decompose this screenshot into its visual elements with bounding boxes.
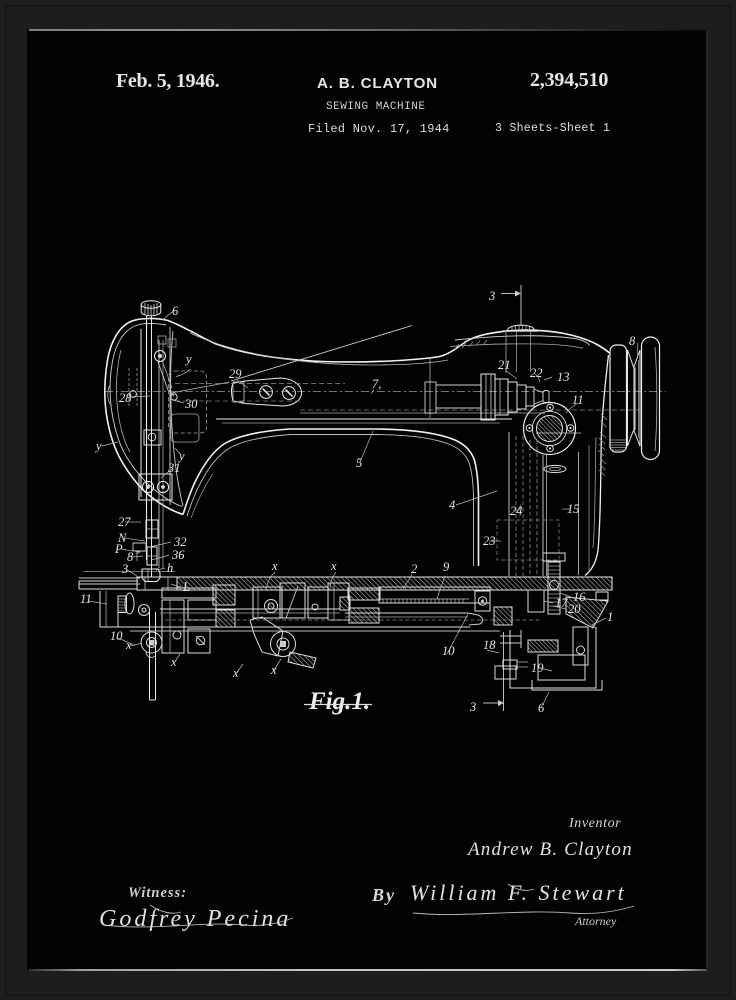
svg-text:29: 29 bbox=[229, 367, 242, 381]
svg-text:27: 27 bbox=[118, 515, 131, 529]
svg-text:y: y bbox=[177, 449, 185, 463]
svg-text:4: 4 bbox=[449, 498, 455, 512]
svg-text:x: x bbox=[270, 663, 277, 677]
svg-text:10: 10 bbox=[110, 629, 123, 643]
svg-text:6: 6 bbox=[172, 304, 179, 318]
svg-text:1: 1 bbox=[607, 610, 613, 624]
svg-text:9: 9 bbox=[443, 560, 450, 574]
svg-text:2: 2 bbox=[411, 562, 417, 576]
svg-text:x: x bbox=[271, 559, 278, 573]
svg-text:22: 22 bbox=[530, 366, 543, 380]
svg-text:3: 3 bbox=[488, 289, 495, 303]
svg-text:x: x bbox=[170, 655, 177, 669]
svg-text:5: 5 bbox=[356, 456, 362, 470]
svg-text:7,: 7, bbox=[372, 377, 381, 391]
svg-text:17: 17 bbox=[555, 596, 568, 610]
svg-text:y: y bbox=[184, 352, 192, 366]
svg-text:6: 6 bbox=[538, 701, 545, 715]
svg-text:3: 3 bbox=[121, 562, 128, 576]
svg-text:11: 11 bbox=[80, 592, 92, 606]
svg-text:11: 11 bbox=[572, 393, 584, 407]
svg-text:32: 32 bbox=[173, 535, 187, 549]
svg-text:3: 3 bbox=[469, 700, 476, 714]
svg-text:x: x bbox=[232, 666, 239, 680]
svg-text:15: 15 bbox=[567, 502, 580, 516]
svg-text:x: x bbox=[125, 638, 132, 652]
svg-text:N: N bbox=[117, 531, 127, 545]
svg-text:28: 28 bbox=[119, 391, 132, 405]
svg-text:13: 13 bbox=[557, 370, 570, 384]
svg-text:P: P bbox=[114, 542, 123, 556]
svg-text:19: 19 bbox=[531, 661, 544, 675]
svg-text:16: 16 bbox=[573, 590, 586, 604]
svg-text:L: L bbox=[182, 580, 190, 594]
svg-text:31: 31 bbox=[167, 461, 181, 475]
svg-text:21: 21 bbox=[498, 358, 511, 372]
svg-text:y: y bbox=[94, 439, 102, 453]
svg-text:18: 18 bbox=[483, 638, 496, 652]
svg-text:h: h bbox=[167, 561, 173, 575]
svg-text:x: x bbox=[330, 559, 337, 573]
svg-text:20: 20 bbox=[568, 602, 581, 616]
svg-text:Fig.1.: Fig.1. bbox=[308, 688, 370, 715]
svg-text:8: 8 bbox=[127, 550, 134, 564]
svg-text:36: 36 bbox=[171, 548, 185, 562]
svg-text:30: 30 bbox=[184, 397, 198, 411]
svg-text:8: 8 bbox=[629, 334, 636, 348]
